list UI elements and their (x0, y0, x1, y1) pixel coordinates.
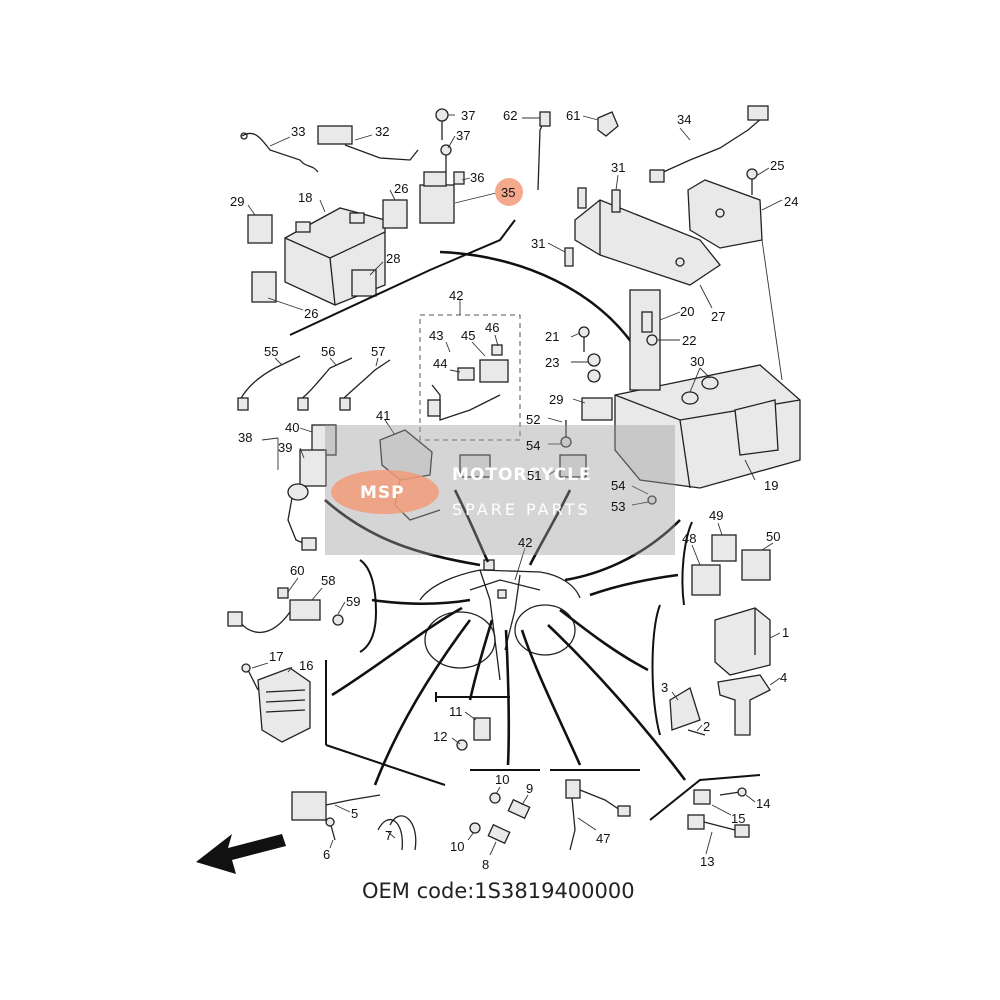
ground-cables (237, 355, 391, 411)
watermark-line1: MOTORCYCLE (452, 465, 592, 485)
switch-group-13 (687, 787, 756, 855)
sensor-group-11 (451, 711, 491, 751)
callout-61[interactable]: 61 (566, 108, 580, 123)
callout-13[interactable]: 13 (700, 854, 714, 869)
callout-3[interactable]: 3 (661, 680, 668, 695)
callout-46[interactable]: 46 (485, 320, 499, 335)
callout-17[interactable]: 17 (269, 649, 283, 664)
top-center-parts (522, 111, 619, 191)
callout-11[interactable]: 11 (449, 704, 463, 719)
watermark: MSP MOTORCYCLE SPARE PARTS (325, 425, 675, 555)
callout-31[interactable]: 31 (611, 160, 625, 175)
callout-20[interactable]: 20 (680, 304, 694, 319)
watermark-logo: MSP (360, 483, 405, 503)
callout-39[interactable]: 39 (278, 440, 292, 455)
callout-41[interactable]: 41 (376, 408, 390, 423)
callout-62[interactable]: 62 (503, 108, 517, 123)
callout-45[interactable]: 45 (461, 328, 475, 343)
callout-29[interactable]: 29 (230, 194, 244, 209)
sensor-group-47 (565, 779, 631, 851)
cdi-subassembly-box (419, 300, 521, 441)
callout-58[interactable]: 58 (321, 573, 335, 588)
callout-19[interactable]: 19 (764, 478, 778, 493)
main-harness (324, 489, 687, 786)
callout-48[interactable]: 48 (682, 531, 696, 546)
callout-42[interactable]: 42 (518, 535, 532, 550)
callout-32[interactable]: 32 (375, 124, 389, 139)
callout-54[interactable]: 54 (526, 438, 540, 453)
callout-21[interactable]: 21 (545, 329, 559, 344)
callout-26[interactable]: 26 (304, 306, 318, 321)
callout-33[interactable]: 33 (291, 124, 305, 139)
callout-50[interactable]: 50 (766, 529, 780, 544)
main-switch-group (261, 419, 491, 551)
callout-27[interactable]: 27 (711, 309, 725, 324)
callout-16[interactable]: 16 (299, 658, 313, 673)
callout-28[interactable]: 28 (386, 251, 400, 266)
callout-59[interactable]: 59 (346, 594, 360, 609)
callout-40[interactable]: 40 (285, 420, 299, 435)
callout-53[interactable]: 53 (611, 499, 625, 514)
highlighted-callout-marker (495, 178, 523, 206)
callout-2[interactable]: 2 (703, 719, 710, 734)
callout-labels: 33 32 37 37 36 35 18 26 29 28 26 62 61 3… (230, 108, 798, 872)
callout-7[interactable]: 7 (385, 828, 392, 843)
battery-group (240, 108, 516, 336)
callout-57[interactable]: 57 (371, 344, 385, 359)
callout-4[interactable]: 4 (780, 670, 787, 685)
sensor-group-58 (227, 577, 346, 634)
callout-44[interactable]: 44 (433, 356, 447, 371)
callout-18[interactable]: 18 (298, 190, 312, 205)
ignition-coil-group (291, 791, 417, 851)
callout-43[interactable]: 43 (429, 328, 443, 343)
callout-10[interactable]: 10 (450, 839, 464, 854)
callout-37[interactable]: 37 (456, 128, 470, 143)
regulator-group (241, 662, 311, 743)
callout-42[interactable]: 42 (449, 288, 463, 303)
assembly-arrow (439, 250, 642, 356)
callout-6[interactable]: 6 (323, 847, 330, 862)
callout-29[interactable]: 29 (549, 392, 563, 407)
callout-5[interactable]: 5 (351, 806, 358, 821)
callout-30[interactable]: 30 (690, 354, 704, 369)
callout-55[interactable]: 55 (264, 344, 278, 359)
callout-60[interactable]: 60 (290, 563, 304, 578)
callout-47[interactable]: 47 (596, 831, 610, 846)
battery-tray-group (547, 289, 801, 506)
callout-52[interactable]: 52 (526, 412, 540, 427)
relay-group (691, 522, 774, 596)
front-direction-arrow-icon (196, 834, 286, 874)
ecu-group (669, 607, 781, 736)
callout-25[interactable]: 25 (770, 158, 784, 173)
callout-36[interactable]: 36 (470, 170, 484, 185)
callout-12[interactable]: 12 (433, 729, 447, 744)
callout-23[interactable]: 23 (545, 355, 559, 370)
callout-56[interactable]: 56 (321, 344, 335, 359)
oem-code-label: OEM code:1S3819400000 (362, 879, 635, 903)
callout-35[interactable]: 35 (501, 185, 515, 200)
callout-10[interactable]: 10 (495, 772, 509, 787)
callout-24[interactable]: 24 (784, 194, 798, 209)
callout-34[interactable]: 34 (677, 112, 691, 127)
callout-14[interactable]: 14 (756, 796, 770, 811)
switch-group-8 (467, 786, 531, 856)
frame-bracket-group (547, 105, 783, 381)
side-brackets (325, 521, 761, 821)
callout-38[interactable]: 38 (238, 430, 252, 445)
callout-49[interactable]: 49 (709, 508, 723, 523)
callout-1[interactable]: 1 (782, 625, 789, 640)
callout-26[interactable]: 26 (394, 181, 408, 196)
callout-22[interactable]: 22 (682, 333, 696, 348)
callout-15[interactable]: 15 (731, 811, 745, 826)
callout-9[interactable]: 9 (526, 781, 533, 796)
callout-37[interactable]: 37 (461, 108, 475, 123)
callout-8[interactable]: 8 (482, 857, 489, 872)
callout-31[interactable]: 31 (531, 236, 545, 251)
callout-51[interactable]: 51 (527, 468, 541, 483)
watermark-line2: SPARE PARTS (452, 500, 591, 519)
callout-54[interactable]: 54 (611, 478, 625, 493)
